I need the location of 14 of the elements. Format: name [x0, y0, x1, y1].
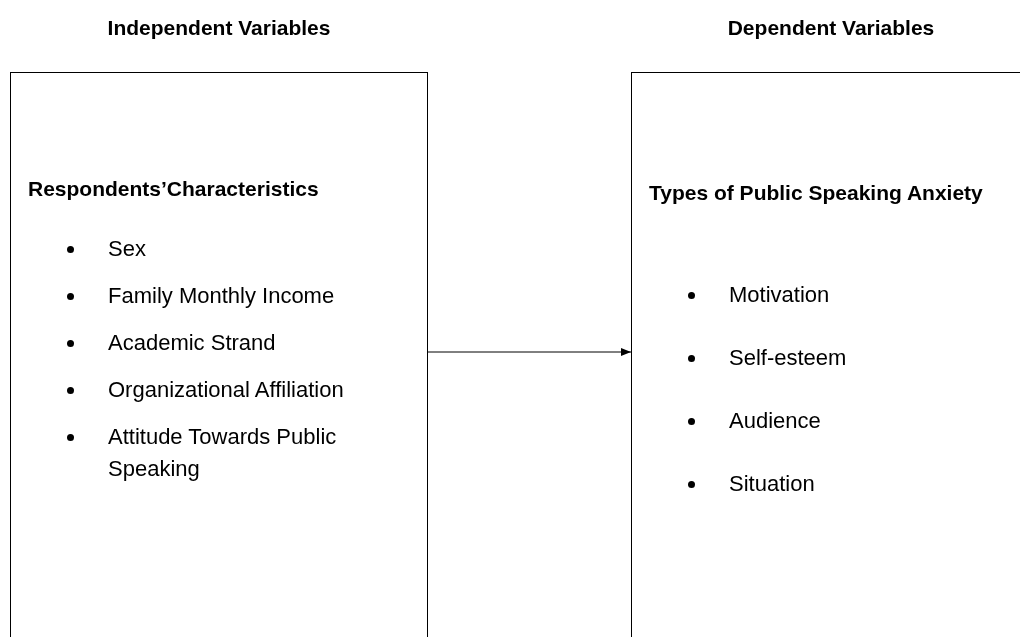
box-heading: Dependent Variables: [727, 15, 935, 41]
list-item: Academic Strand: [108, 329, 277, 357]
list-item: Motivation: [729, 281, 831, 309]
list-item: Situation: [729, 470, 816, 498]
box-subheading: Respondents’Characteristics: [28, 176, 320, 202]
list-item: Self-esteem: [729, 344, 848, 372]
list-item: Audience: [729, 407, 822, 435]
list-item: Family Monthly Income: [108, 282, 336, 310]
list-item: Attitude Towards Public Speaking: [108, 423, 338, 483]
box-subheading: Types of Public Speaking Anxiety: [649, 180, 984, 206]
box-heading: Independent Variables: [107, 15, 331, 41]
list-item: Sex: [108, 235, 147, 263]
list-item: Organizational Affiliation: [108, 376, 345, 404]
arrow: [427, 348, 632, 356]
